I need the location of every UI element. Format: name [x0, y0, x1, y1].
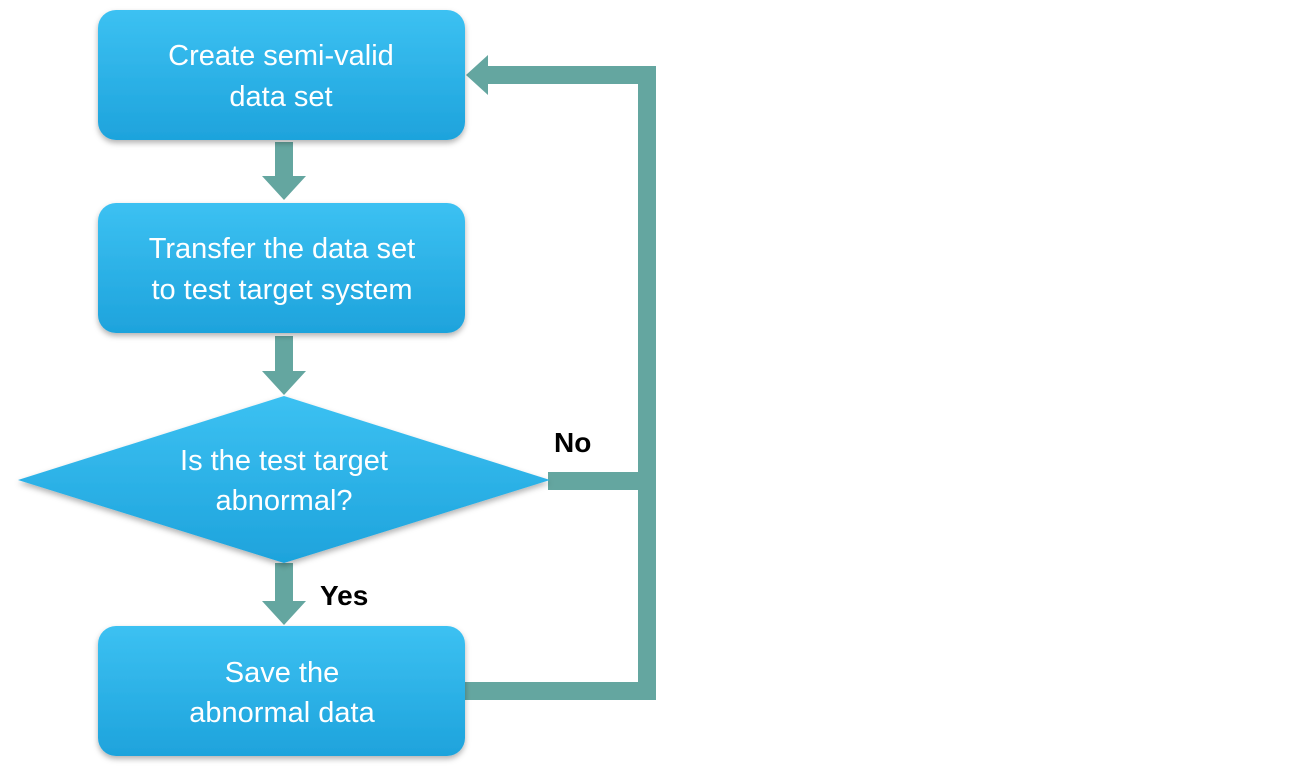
node-transfer-data-set: Transfer the data set to test target sys…	[98, 203, 465, 333]
edge-label-yes: Yes	[320, 580, 368, 611]
node-create-line1: Create semi-valid	[168, 40, 394, 72]
node-decision-line1: Is the test target	[180, 445, 388, 477]
connector-create-to-transfer	[262, 142, 306, 200]
connector-transfer-to-decision	[262, 336, 306, 395]
node-decision-abnormal: Is the test target abnormal?	[18, 396, 550, 563]
node-transfer-line2: to test target system	[151, 274, 412, 306]
node-create-data-set: Create semi-valid data set	[98, 10, 465, 140]
node-transfer-line1: Transfer the data set	[149, 233, 416, 265]
node-decision-line2: abnormal?	[215, 485, 352, 517]
node-save-line2: abnormal data	[189, 697, 375, 729]
edge-label-no: No	[554, 427, 591, 458]
connector-loop-back	[462, 55, 656, 700]
node-save-abnormal-data: Save the abnormal data	[98, 626, 465, 756]
connector-decision-to-save-yes	[262, 563, 306, 625]
node-create-line2: data set	[229, 81, 332, 113]
node-save-line1: Save the	[225, 657, 339, 689]
